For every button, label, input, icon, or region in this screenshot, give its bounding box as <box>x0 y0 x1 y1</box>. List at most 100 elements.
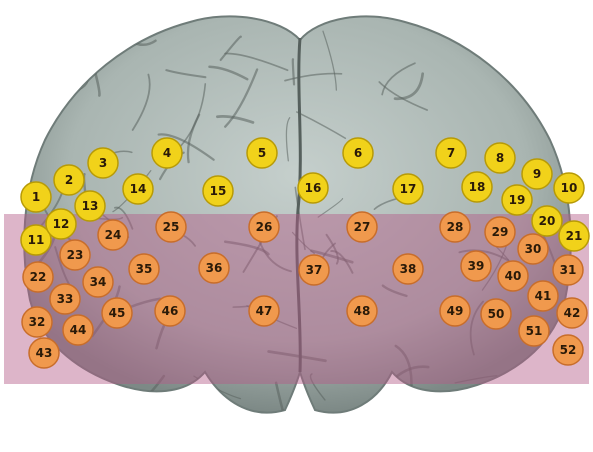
channel-marker-48-label: 48 <box>354 304 371 318</box>
channel-marker-25: 25 <box>156 212 186 242</box>
channel-marker-5-label: 5 <box>258 146 266 160</box>
sulcus-line <box>63 26 126 30</box>
channel-marker-43: 43 <box>29 338 59 368</box>
channel-marker-37-label: 37 <box>306 263 323 277</box>
channel-marker-50-label: 50 <box>488 307 505 321</box>
channel-marker-29: 29 <box>485 217 515 247</box>
channel-marker-15: 15 <box>203 176 233 206</box>
channel-marker-44: 44 <box>63 315 93 345</box>
channel-marker-37: 37 <box>299 255 329 285</box>
channel-marker-4: 4 <box>152 138 182 168</box>
channel-marker-18: 18 <box>462 172 492 202</box>
channel-marker-35-label: 35 <box>136 262 153 276</box>
sulcus-line <box>495 32 510 68</box>
channel-marker-31: 31 <box>553 255 583 285</box>
channel-marker-2: 2 <box>54 165 84 195</box>
channel-marker-41-label: 41 <box>535 289 552 303</box>
channel-marker-28: 28 <box>440 212 470 242</box>
channel-marker-15-label: 15 <box>210 184 227 198</box>
channel-marker-14: 14 <box>123 174 153 204</box>
channel-marker-26-label: 26 <box>256 220 273 234</box>
channel-marker-17-label: 17 <box>400 182 417 196</box>
channel-marker-33: 33 <box>50 284 80 314</box>
channel-marker-51: 51 <box>519 316 549 346</box>
channel-marker-36-label: 36 <box>206 261 223 275</box>
channel-marker-17: 17 <box>393 174 423 204</box>
channel-marker-34-label: 34 <box>90 275 107 289</box>
channel-marker-10-label: 10 <box>561 181 578 195</box>
channel-marker-32: 32 <box>22 307 52 337</box>
channel-marker-16-label: 16 <box>305 181 322 195</box>
channel-marker-42: 42 <box>557 298 587 328</box>
channel-marker-10: 10 <box>554 173 584 203</box>
channel-marker-5: 5 <box>247 138 277 168</box>
sulcus-line <box>293 59 294 84</box>
channel-marker-27: 27 <box>347 212 377 242</box>
channel-marker-35: 35 <box>129 254 159 284</box>
channel-marker-9-label: 9 <box>533 167 541 181</box>
channel-marker-39-label: 39 <box>468 259 485 273</box>
channel-marker-13-label: 13 <box>82 199 99 213</box>
channel-marker-28-label: 28 <box>447 220 464 234</box>
channel-marker-38: 38 <box>393 254 423 284</box>
channel-marker-30: 30 <box>518 234 548 264</box>
channel-marker-27-label: 27 <box>354 220 371 234</box>
channel-marker-14-label: 14 <box>130 182 147 196</box>
channel-marker-48: 48 <box>347 296 377 326</box>
channel-marker-16: 16 <box>298 173 328 203</box>
channel-marker-23: 23 <box>60 240 90 270</box>
channel-marker-6: 6 <box>343 138 373 168</box>
channel-marker-21: 21 <box>559 221 589 251</box>
channel-marker-3: 3 <box>88 148 118 178</box>
channel-marker-40-label: 40 <box>505 269 522 283</box>
channel-marker-30-label: 30 <box>525 242 542 256</box>
channel-marker-2-label: 2 <box>65 173 73 187</box>
channel-marker-44-label: 44 <box>70 323 87 337</box>
channel-marker-22: 22 <box>23 262 53 292</box>
channel-marker-51-label: 51 <box>526 324 543 338</box>
channel-marker-52: 52 <box>553 335 583 365</box>
channel-marker-11-label: 11 <box>28 233 45 247</box>
channel-marker-24-label: 24 <box>105 228 122 242</box>
channel-marker-1: 1 <box>21 182 51 212</box>
channel-marker-4-label: 4 <box>163 146 171 160</box>
channel-marker-49-label: 49 <box>447 304 464 318</box>
channel-marker-21-label: 21 <box>566 229 583 243</box>
channel-marker-32-label: 32 <box>29 315 46 329</box>
channel-marker-47: 47 <box>249 296 279 326</box>
channel-marker-3-label: 3 <box>99 156 107 170</box>
sulcus-line <box>11 86 49 93</box>
channel-marker-6-label: 6 <box>354 146 362 160</box>
channel-marker-46: 46 <box>155 296 185 326</box>
channel-marker-20: 20 <box>532 206 562 236</box>
channel-marker-47-label: 47 <box>256 304 273 318</box>
channel-marker-19: 19 <box>502 185 532 215</box>
channel-marker-20-label: 20 <box>539 214 556 228</box>
channel-marker-38-label: 38 <box>400 262 417 276</box>
channel-marker-40: 40 <box>498 261 528 291</box>
channel-marker-9: 9 <box>522 159 552 189</box>
channel-marker-33-label: 33 <box>57 292 74 306</box>
channel-marker-12: 12 <box>46 209 76 239</box>
channel-marker-19-label: 19 <box>509 193 526 207</box>
channel-marker-42-label: 42 <box>564 306 581 320</box>
channel-marker-26: 26 <box>249 212 279 242</box>
channel-marker-1-label: 1 <box>32 190 40 204</box>
channel-marker-22-label: 22 <box>30 270 47 284</box>
channel-marker-29-label: 29 <box>492 225 509 239</box>
channel-marker-46-label: 46 <box>162 304 179 318</box>
channel-marker-13: 13 <box>75 191 105 221</box>
channel-marker-45: 45 <box>102 298 132 328</box>
channel-marker-36: 36 <box>199 253 229 283</box>
channel-marker-50: 50 <box>481 299 511 329</box>
channel-marker-39: 39 <box>461 251 491 281</box>
channel-marker-43-label: 43 <box>36 346 53 360</box>
channel-marker-41: 41 <box>528 281 558 311</box>
channel-marker-23-label: 23 <box>67 248 84 262</box>
channel-marker-25-label: 25 <box>163 220 180 234</box>
channel-marker-31-label: 31 <box>560 263 577 277</box>
channel-marker-52-label: 52 <box>560 343 577 357</box>
channel-marker-12-label: 12 <box>53 217 70 231</box>
channel-marker-18-label: 18 <box>469 180 486 194</box>
